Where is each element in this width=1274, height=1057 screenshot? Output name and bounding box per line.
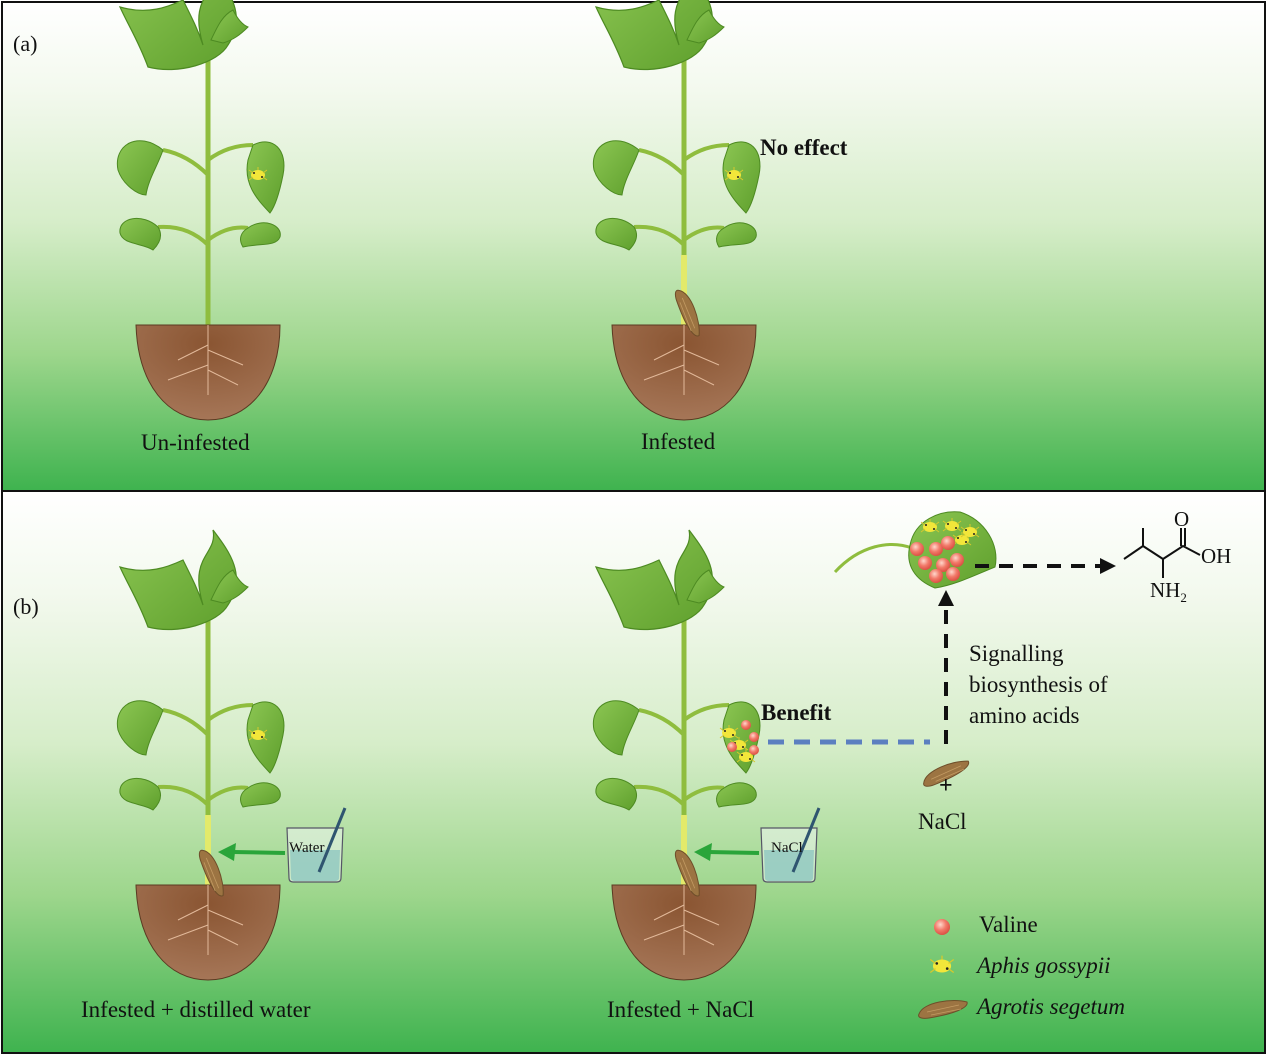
arrow-nacl-to-stem [694, 843, 760, 861]
panel-b-label: (b) [13, 594, 39, 619]
infested-stem [681, 255, 687, 325]
beaker-nacl-label: NaCl [771, 840, 803, 856]
valine-amine: NH2 [1150, 578, 1187, 606]
enlarged-leaf [833, 511, 997, 589]
pathway-note: Signalling biosynthesis of amino acids [969, 641, 1108, 728]
caterpillar-icon [918, 1000, 968, 1019]
legend-valine: Valine [979, 912, 1038, 937]
amine-nh: NH [1150, 578, 1181, 602]
leaf-to-valine-arrowhead [1100, 558, 1116, 574]
plant-uninfested [117, 0, 284, 421]
amine-subscript: 2 [1180, 590, 1187, 606]
no-effect-label: No effect [760, 135, 848, 160]
legend-aphis: Aphis gossypii [977, 953, 1111, 978]
beaker-water-label: Water [289, 840, 325, 856]
signalling-arrowhead [938, 590, 954, 606]
valine-oxygen: O [1174, 507, 1190, 531]
plant-nacl-treated [593, 530, 760, 981]
caption-nacl: Infested + NaCl [607, 997, 755, 1022]
valine-dot-icon [934, 919, 950, 935]
benefit-label: Benefit [761, 700, 832, 725]
panel-a-label: (a) [13, 31, 38, 56]
plant-water-treated [117, 530, 284, 981]
plant-infested [593, 0, 760, 421]
valine-structure [1123, 528, 1201, 578]
valine-hydroxyl: OH [1201, 544, 1232, 568]
beaker-water [286, 807, 347, 883]
legend-agrotis: Agrotis segetum [977, 994, 1125, 1019]
arrow-water-to-stem [218, 843, 286, 861]
plus-sign: + [939, 773, 953, 799]
beaker-nacl [760, 807, 821, 883]
caption-infested: Infested [641, 429, 716, 454]
caption-uninfested: Un-infested [141, 430, 250, 455]
caption-water: Infested + distilled water [81, 997, 311, 1022]
nacl-treatment-label: NaCl [918, 809, 967, 834]
aphid-icon [929, 954, 955, 974]
